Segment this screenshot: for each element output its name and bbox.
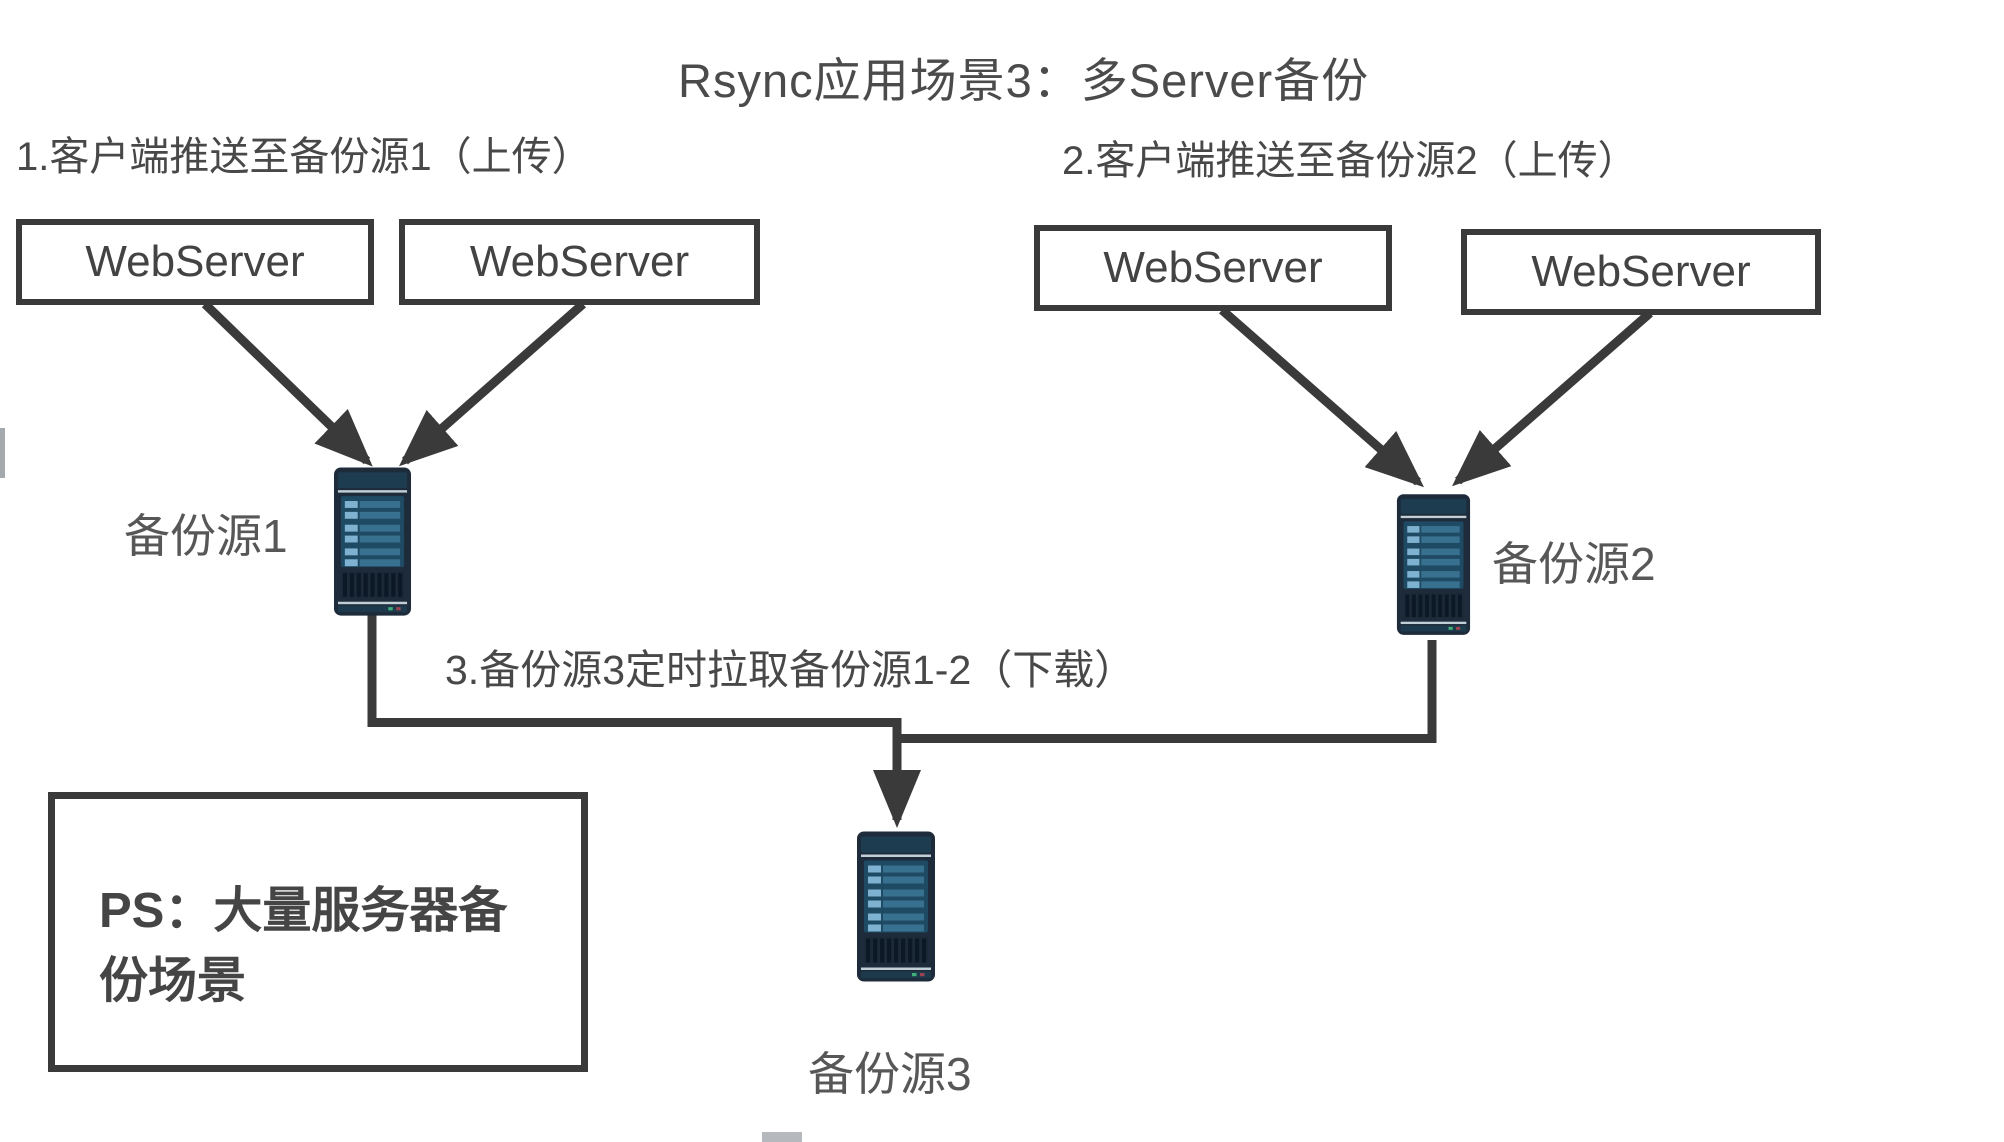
webserver-box-4: WebServer [1461, 229, 1821, 315]
caption-step2: 2.客户端推送至备份源2（上传） [1062, 139, 1638, 183]
label-backup-source-2: 备份源2 [1492, 538, 1656, 590]
webserver-box-3-label: WebServer [1103, 243, 1323, 292]
ps-note-box: PS：大量服务器备 份场景 [48, 792, 588, 1072]
arrow-web4-to-backup2 [1451, 309, 1653, 487]
server-icon-backup-source-2 [1396, 494, 1471, 635]
webserver-box-4-label: WebServer [1531, 247, 1751, 296]
edge-artifact-bottom [762, 1132, 802, 1142]
arrow-web2-to-backup1 [399, 300, 586, 467]
server-icon-backup-source-1 [333, 467, 412, 616]
arrow-web1-to-backup1 [201, 300, 373, 467]
ps-note-text: PS：大量服务器备 份场景 [99, 877, 507, 1016]
caption-step1: 1.客户端推送至备份源1（上传） [16, 135, 592, 179]
label-backup-source-3: 备份源3 [808, 1048, 972, 1100]
webserver-box-3: WebServer [1034, 225, 1392, 311]
page-title: Rsync应用场景3：多Server备份 [678, 54, 1370, 107]
caption-step3: 3.备份源3定时拉取备份源1-2（下载） [445, 647, 1136, 693]
label-backup-source-1: 备份源1 [124, 510, 288, 562]
webserver-box-2-label: WebServer [469, 237, 690, 286]
ps-note-line2: 份场景 [99, 953, 247, 1008]
ps-note-line1: PS：大量服务器备 [99, 884, 508, 938]
webserver-box-1-label: WebServer [85, 237, 305, 286]
arrow-web3-to-backup2 [1219, 306, 1425, 488]
server-icon-backup-source-3 [857, 831, 935, 982]
webserver-box-1: WebServer [16, 219, 374, 305]
webserver-box-2: WebServer [399, 219, 760, 305]
edge-artifact-left [0, 428, 5, 478]
